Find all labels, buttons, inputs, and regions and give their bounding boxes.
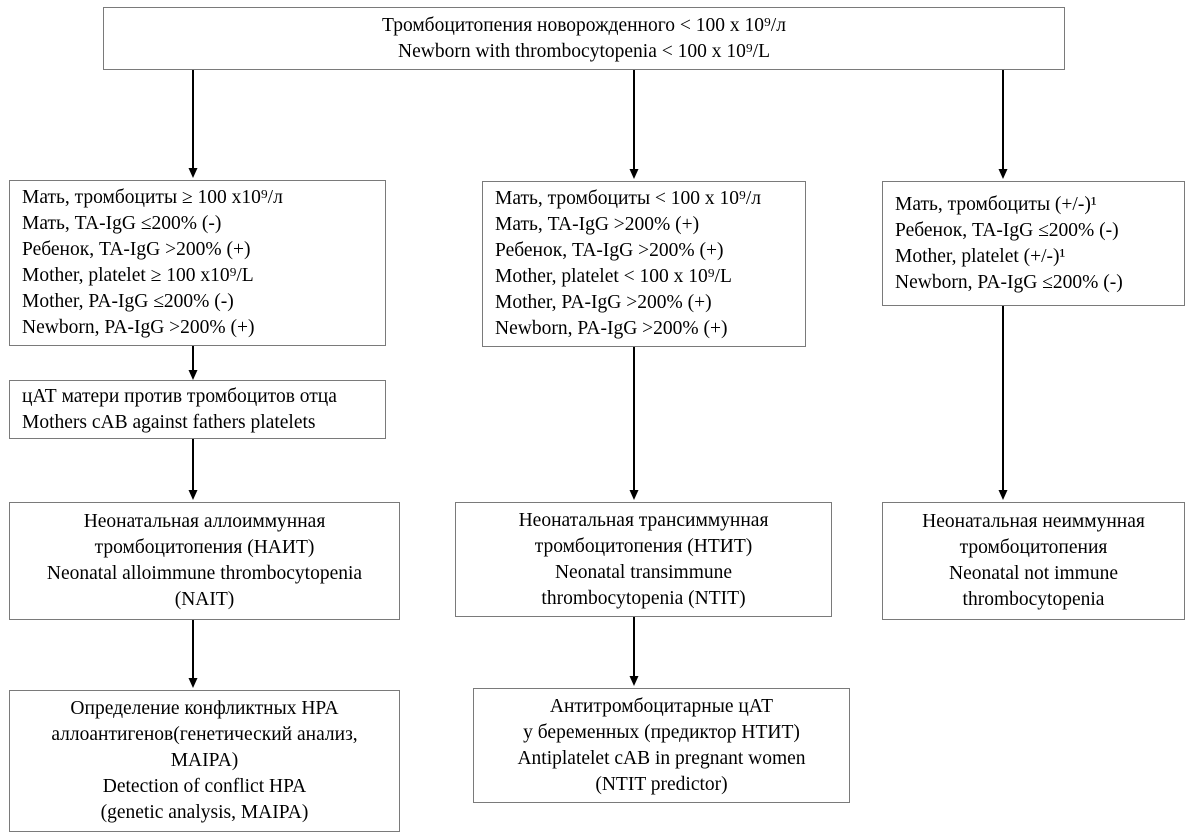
- col1-action-line-2: MAIPA): [170, 750, 239, 771]
- col2-action-line-2: Antiplatelet cAB in pregnant women: [517, 747, 806, 769]
- col1-criteria-line-0: Мать, тромбоциты ≥ 100 x10⁹/л: [22, 187, 283, 208]
- col3-criteria-line-0: Мать, тромбоциты (+/-)¹: [895, 193, 1097, 215]
- col1-diagnosis-line-2: Neonatal alloimmune thrombocytopenia: [46, 563, 363, 584]
- col3-diagnosis-line-2: Neonatal not immune: [949, 563, 1118, 584]
- col1-diagnosis-line-0: Неонатальная аллоиммунная: [83, 511, 326, 532]
- col1-action-line-0: Определение конфликтных HPA: [70, 698, 339, 719]
- node-root: Тромбоцитопения новорожденного < 100 x 1…: [103, 7, 1065, 70]
- col2-criteria-line-4: Mother, PA-IgG >200% (+): [495, 292, 712, 313]
- col2-criteria-line-1: Мать, TA-IgG >200% (+): [495, 214, 700, 235]
- col1-action-line-3: Detection of conflict HPA: [102, 776, 307, 797]
- col2-action-line-3: (NTIT predictor): [595, 773, 728, 795]
- col2-diagnosis-line-3: thrombocytopenia (NTIT): [541, 587, 746, 609]
- col2-diagnosis-line-2: Neonatal transimmune: [554, 561, 733, 583]
- col2-criteria-line-5: Newborn, PA-IgG >200% (+): [495, 318, 728, 339]
- col2-diagnosis-line-1: тромбоцитопения (НТИТ): [534, 535, 753, 557]
- col2-action-line-0: Антитромбоцитарные цАТ: [549, 695, 774, 717]
- node-col1-action: Определение конфликтных HPA аллоантигено…: [9, 690, 400, 832]
- node-root-line-1: Newborn with thrombocytopenia < 100 x 10…: [398, 40, 770, 62]
- col1-criteria-line-1: Мать, TA-IgG ≤200% (-): [22, 213, 222, 234]
- col1-diagnosis-line-1: тромбоцитопения (НАИТ): [94, 537, 315, 558]
- col3-criteria-line-1: Ребенок, TA-IgG ≤200% (-): [895, 219, 1119, 241]
- node-col1-diagnosis: Неонатальная аллоиммунная тромбоцитопени…: [9, 502, 400, 620]
- col1-criteria-line-2: Ребенок, TA-IgG >200% (+): [22, 239, 251, 260]
- col3-diagnosis-line-0: Неонатальная неиммунная: [922, 511, 1145, 532]
- col1-action-line-1: аллоантигенов(генетический анализ,: [51, 724, 358, 745]
- col1-criteria-line-4: Mother, PA-IgG ≤200% (-): [22, 291, 234, 312]
- col1-diagnosis-line-3: (NAIT): [174, 589, 235, 610]
- col2-criteria-line-2: Ребенок, TA-IgG >200% (+): [495, 240, 724, 261]
- col3-diagnosis-line-1: тромбоцитопения: [959, 537, 1108, 558]
- node-col2-criteria: Мать, тромбоциты < 100 x 10⁹/л Мать, TA-…: [482, 181, 806, 347]
- col3-criteria-line-3: Newborn, PA-IgG ≤200% (-): [895, 271, 1123, 293]
- node-col1-criteria: Мать, тромбоциты ≥ 100 x10⁹/л Мать, TA-I…: [9, 180, 386, 346]
- node-root-line-0: Тромбоцитопения новорожденного < 100 x 1…: [382, 14, 786, 36]
- col1-antibody-line-0: цАТ матери против тромбоцитов отца: [22, 385, 337, 407]
- col1-criteria-line-3: Mother, platelet ≥ 100 x10⁹/L: [22, 265, 254, 286]
- col2-diagnosis-line-0: Неонатальная трансиммунная: [518, 509, 769, 531]
- node-col2-action: Антитромбоцитарные цАТ у беременных (пре…: [473, 688, 850, 803]
- col3-diagnosis-line-3: thrombocytopenia: [962, 589, 1105, 610]
- col1-criteria-line-5: Newborn, PA-IgG >200% (+): [22, 317, 255, 338]
- node-col3-diagnosis: Неонатальная неиммунная тромбоцитопения …: [882, 502, 1185, 620]
- col1-antibody-line-1: Mothers cAB against fathers platelets: [22, 411, 316, 433]
- node-col3-criteria: Мать, тромбоциты (+/-)¹ Ребенок, TA-IgG …: [882, 181, 1185, 306]
- col2-criteria-line-0: Мать, тромбоциты < 100 x 10⁹/л: [495, 188, 761, 209]
- col2-action-line-1: у беременных (предиктор НТИТ): [523, 721, 800, 743]
- col3-criteria-line-2: Mother, platelet (+/-)¹: [895, 245, 1066, 267]
- node-col1-antibody: цАТ матери против тромбоцитов отца Mothe…: [9, 380, 386, 439]
- col1-action-line-4: (genetic analysis, MAIPA): [100, 802, 309, 823]
- col2-criteria-line-3: Mother, platelet < 100 x 10⁹/L: [495, 266, 732, 287]
- node-col2-diagnosis: Неонатальная трансиммунная тромбоцитопен…: [455, 502, 832, 617]
